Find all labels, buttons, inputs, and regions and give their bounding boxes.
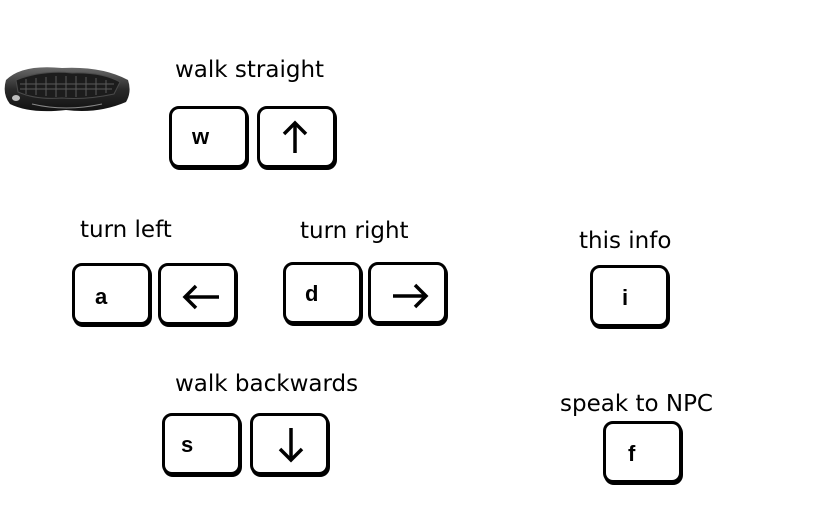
left-arrow-key: [158, 263, 237, 325]
up-arrow-key: [257, 106, 336, 168]
s-key: s: [162, 413, 241, 475]
walk-straight-label: walk straight: [175, 57, 325, 83]
turn-left-label: turn left: [80, 217, 172, 243]
i-key-letter: i: [622, 285, 629, 310]
arrow-up-icon: [282, 120, 308, 153]
down-arrow-key: [250, 413, 329, 475]
a-key-letter: a: [95, 284, 108, 309]
right-arrow-key: [368, 262, 447, 324]
keyboard-icon: [2, 58, 134, 120]
this-info-label: this info: [579, 228, 672, 254]
f-key: f: [603, 421, 682, 483]
turn-right-label: turn right: [300, 218, 409, 244]
w-key-letter: w: [192, 124, 210, 149]
speak-to-npc-label: speak to NPC: [560, 391, 713, 417]
arrow-left-icon: [182, 284, 219, 310]
arrow-right-icon: [393, 283, 429, 309]
d-key: d: [283, 262, 362, 324]
f-key-letter: f: [628, 441, 636, 466]
i-key: i: [590, 265, 669, 327]
arrow-down-icon: [278, 428, 304, 463]
d-key-letter: d: [305, 281, 319, 306]
s-key-letter: s: [181, 432, 194, 457]
walk-backwards-label: walk backwards: [175, 371, 359, 397]
w-key: w: [169, 106, 248, 168]
a-key: a: [72, 263, 151, 325]
